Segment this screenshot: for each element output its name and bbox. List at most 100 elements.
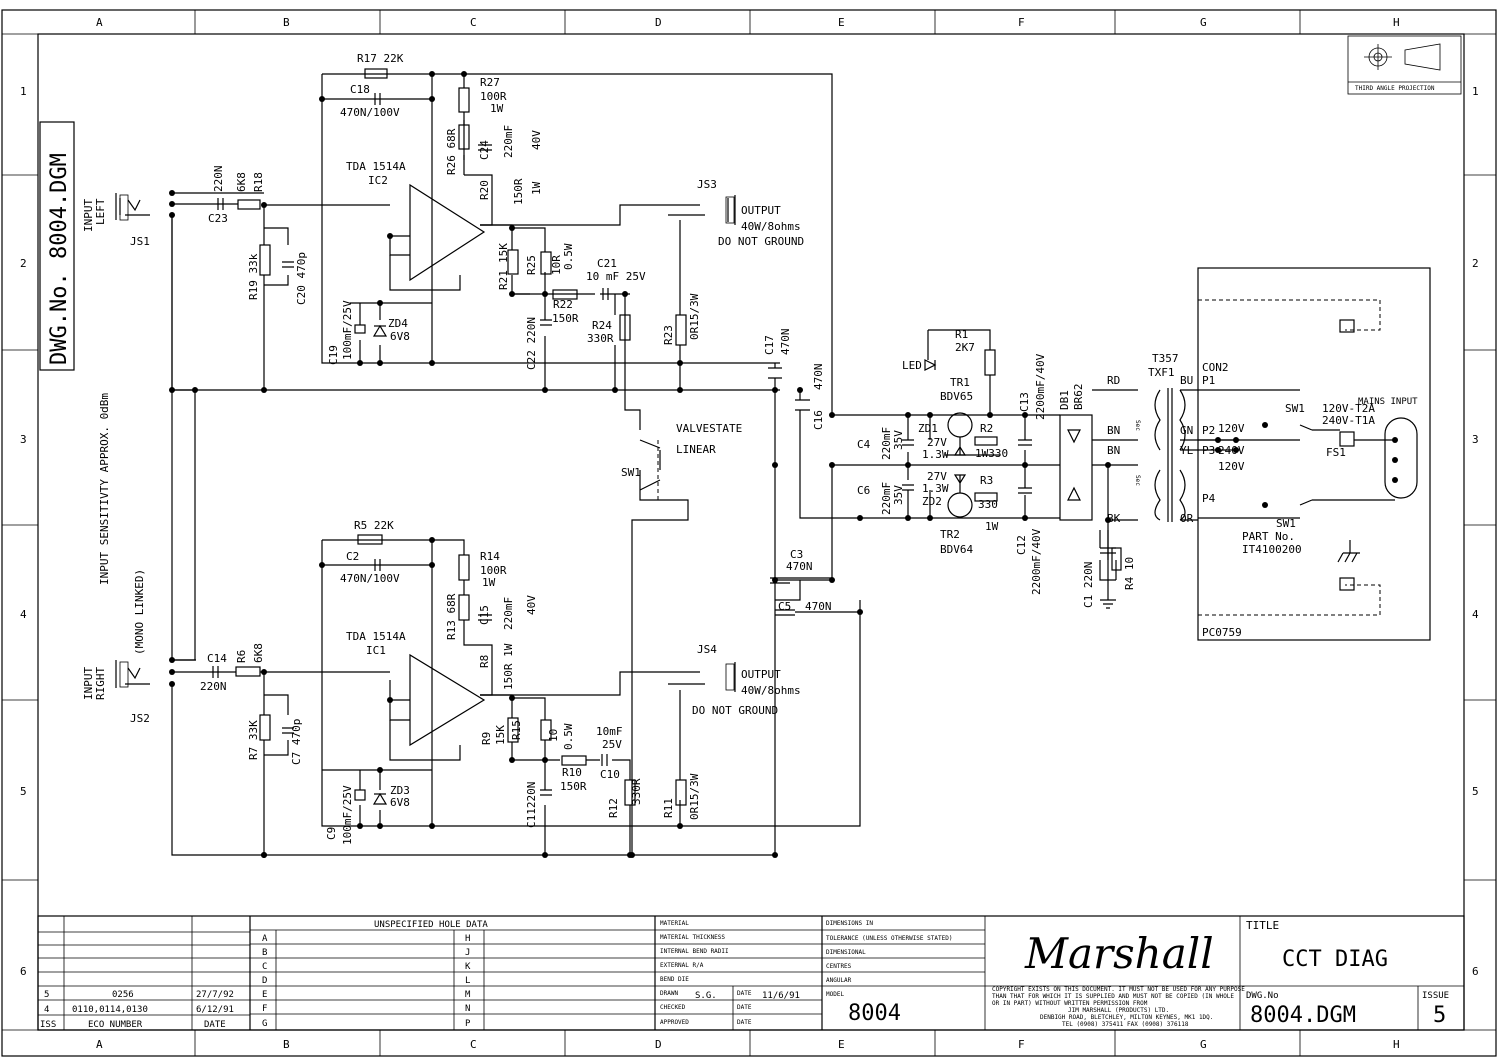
drawing-title: CCT DIAG [1282, 947, 1388, 972]
svg-text:B: B [262, 948, 267, 958]
svg-text:1.3W: 1.3W [922, 448, 949, 461]
svg-text:120V-T2A: 120V-T2A [1322, 402, 1375, 415]
svg-text:25V: 25V [602, 738, 622, 751]
row-label-left: 6 [20, 965, 27, 978]
svg-text:R21: R21 [497, 270, 510, 290]
row-label-right: 4 [1472, 608, 1479, 621]
col-label-top: C [470, 16, 477, 29]
svg-text:40V: 40V [525, 595, 538, 615]
svg-text:DATE: DATE [737, 990, 752, 997]
svg-text:P: P [465, 1019, 471, 1029]
svg-text:VALVESTATE: VALVESTATE [676, 422, 742, 435]
svg-text:SW1: SW1 [621, 466, 641, 479]
col-label-top: D [655, 16, 662, 29]
col-label-bottom: E [838, 1038, 845, 1051]
col-label-bottom: C [470, 1038, 477, 1051]
svg-text:INPUT SENSITIVTY APPROX. 0dBm: INPUT SENSITIVTY APPROX. 0dBm [98, 393, 111, 585]
svg-text:220N: 220N [200, 680, 227, 693]
svg-text:ZD1: ZD1 [918, 422, 938, 435]
svg-text:C17: C17 [763, 335, 776, 355]
issue-number: 5 [1433, 1003, 1446, 1028]
svg-text:P1: P1 [1202, 374, 1215, 387]
svg-text:APPROVED: APPROVED [660, 1019, 689, 1026]
svg-text:Sec: Sec [1134, 420, 1141, 431]
svg-text:R8: R8 [478, 655, 491, 668]
svg-text:SW1: SW1 [1285, 402, 1305, 415]
svg-text:C24: C24 [478, 140, 491, 160]
svg-text:SW1: SW1 [1276, 517, 1296, 530]
svg-text:TDA 1514A: TDA 1514A [346, 160, 406, 173]
svg-text:27V: 27V [927, 436, 947, 449]
svg-text:THIRD ANGLE PROJECTION: THIRD ANGLE PROJECTION [1355, 85, 1435, 92]
svg-text:1W: 1W [490, 102, 504, 115]
svg-text:M: M [465, 990, 471, 1000]
svg-text:C13: C13 [1018, 392, 1031, 412]
svg-text:C11220N: C11220N [525, 782, 538, 828]
row-label-right: 2 [1472, 257, 1479, 270]
svg-text:S.G.: S.G. [695, 991, 717, 1001]
svg-text:150R: 150R [560, 780, 587, 793]
svg-text:LINEAR: LINEAR [676, 443, 716, 456]
svg-text:10mF: 10mF [596, 725, 623, 738]
svg-text:C5: C5 [778, 600, 791, 613]
svg-text:R2: R2 [980, 422, 993, 435]
svg-text:15K: 15K [494, 725, 507, 745]
svg-text:15K: 15K [497, 243, 510, 263]
svg-text:220mF: 220mF [502, 125, 515, 158]
svg-text:TEL (0908) 375411 FAX (0908) 3: TEL (0908) 375411 FAX (0908) 376118 [1062, 1021, 1189, 1028]
svg-text:0.5W: 0.5W [562, 243, 575, 270]
svg-text:TOLERANCE (UNLESS OTHERWISE ST: TOLERANCE (UNLESS OTHERWISE STATED) [826, 935, 952, 942]
svg-text:BDV65: BDV65 [940, 390, 973, 403]
svg-text:JS4: JS4 [697, 643, 717, 656]
svg-text:E: E [262, 990, 267, 1000]
svg-text:LED: LED [902, 359, 922, 372]
svg-text:IC2: IC2 [368, 174, 388, 187]
svg-text:120V: 120V [1218, 460, 1245, 473]
svg-text:1W: 1W [482, 576, 496, 589]
svg-text:C12: C12 [1015, 535, 1028, 555]
svg-text:BN: BN [1107, 444, 1120, 457]
svg-text:100R: 100R [480, 90, 507, 103]
svg-text:DWG.No: DWG.No [1246, 991, 1279, 1001]
svg-text:A: A [262, 934, 268, 944]
svg-text:OUTPUT: OUTPUT [741, 204, 781, 217]
svg-text:ANGULAR: ANGULAR [826, 977, 852, 984]
col-label-top: E [838, 16, 845, 29]
svg-text:PART No.: PART No. [1242, 530, 1295, 543]
col-label-top: G [1200, 16, 1207, 29]
svg-text:R11: R11 [662, 798, 675, 818]
projection-symbol: THIRD ANGLE PROJECTION [1347, 35, 1462, 95]
svg-text:R22: R22 [553, 298, 573, 311]
svg-text:TDA 1514A: TDA 1514A [346, 630, 406, 643]
svg-text:DIMENSIONAL: DIMENSIONAL [826, 949, 866, 956]
col-label-top: F [1018, 16, 1025, 29]
svg-text:TITLE: TITLE [1246, 919, 1279, 932]
row-label-right: 3 [1472, 433, 1479, 446]
svg-text:GN: GN [1180, 424, 1193, 437]
svg-text:C10: C10 [600, 768, 620, 781]
svg-text:P2: P2 [1202, 424, 1215, 437]
svg-text:ZD3: ZD3 [390, 784, 410, 797]
svg-text:ZD4: ZD4 [388, 317, 408, 330]
svg-text:6K8: 6K8 [235, 172, 248, 192]
svg-text:470N: 470N [805, 600, 832, 613]
dimensions-block: DIMENSIONS IN TOLERANCE (UNLESS OTHERWIS… [822, 916, 986, 1030]
col-label-top: A [96, 16, 103, 29]
svg-text:BR62: BR62 [1072, 384, 1085, 411]
svg-text:150R 1W: 150R 1W [502, 643, 515, 690]
svg-text:DWG.No. 8004.DGM: DWG.No. 8004.DGM [47, 153, 72, 365]
svg-text:R25: R25 [525, 255, 538, 275]
svg-text:CON2: CON2 [1202, 361, 1229, 374]
svg-text:C7 470p: C7 470p [290, 719, 303, 765]
svg-text:470N/100V: 470N/100V [340, 106, 400, 119]
svg-text:TR1: TR1 [950, 376, 970, 389]
svg-text:C1 220N: C1 220N [1082, 562, 1095, 608]
svg-text:DRAWN: DRAWN [660, 990, 678, 997]
svg-text:OR IN PART) WITHOUT WRITTEN PE: OR IN PART) WITHOUT WRITTEN PERMISSION F… [992, 1000, 1148, 1007]
svg-text:C4: C4 [857, 438, 871, 451]
svg-text:OR: OR [1180, 512, 1194, 525]
svg-text:8004: 8004 [848, 1001, 901, 1026]
svg-text:THAN THAT FOR WHICH IT IS SUPP: THAN THAT FOR WHICH IT IS SUPPLIED AND M… [992, 993, 1234, 1000]
svg-text:C14: C14 [207, 652, 227, 665]
svg-text:R17 22K: R17 22K [357, 52, 404, 65]
